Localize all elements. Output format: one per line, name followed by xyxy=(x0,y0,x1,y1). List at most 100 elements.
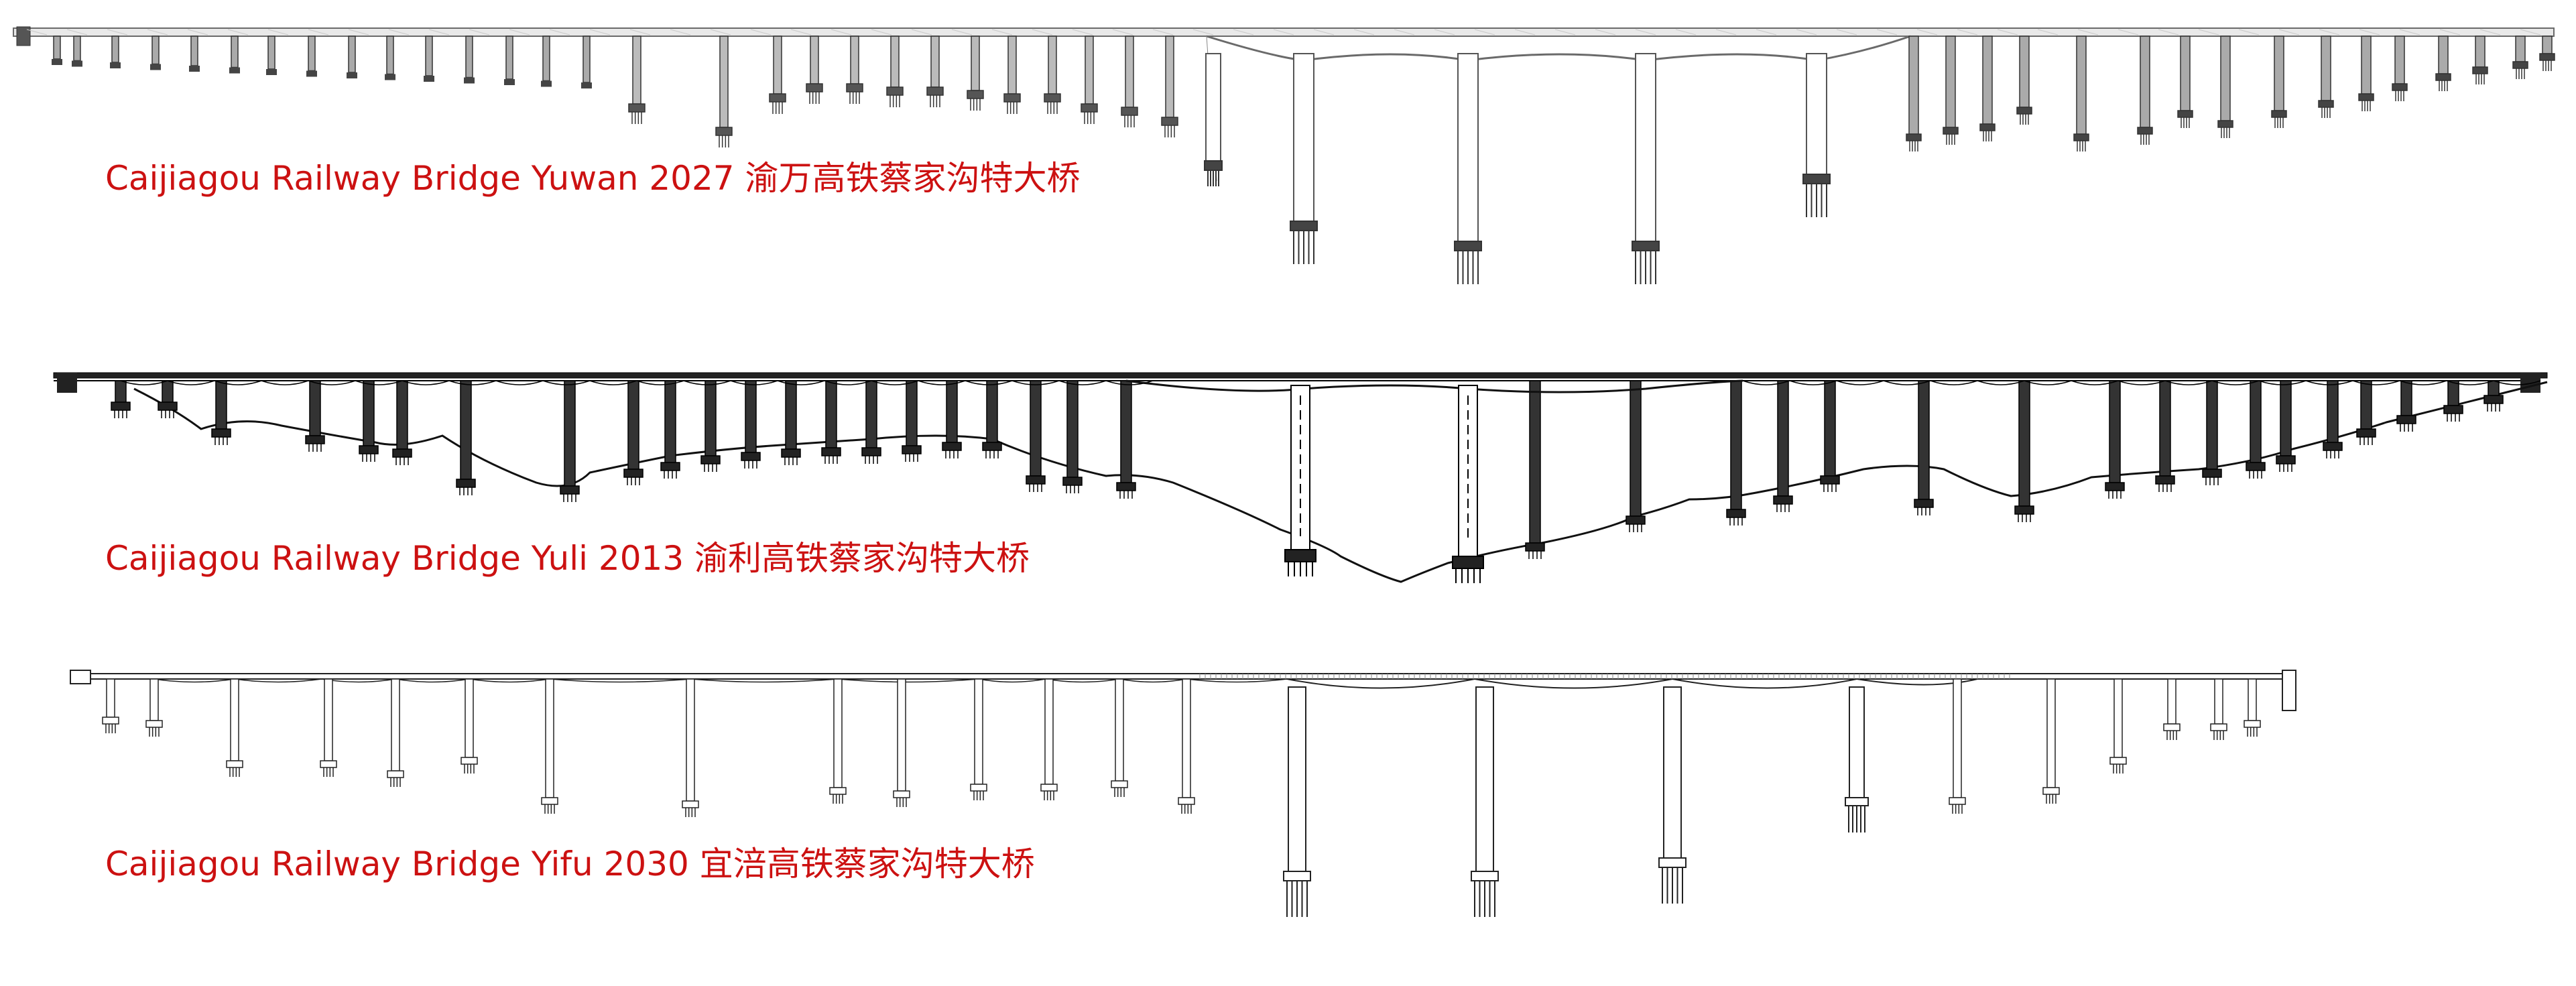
pier xyxy=(542,36,550,82)
deck-detail xyxy=(1353,29,1375,36)
pile-cap xyxy=(1290,221,1318,231)
span-haunch xyxy=(1836,380,1884,385)
pier xyxy=(2076,36,2087,135)
pile-cap xyxy=(110,62,121,68)
pier xyxy=(151,36,160,65)
pier xyxy=(2159,380,2171,477)
pile-cap xyxy=(2202,469,2222,478)
pile-cap xyxy=(306,70,317,77)
pile-cap xyxy=(2323,442,2343,451)
pile-cap xyxy=(741,452,761,461)
pile-cap xyxy=(2163,723,2181,731)
deck-detail xyxy=(388,29,410,36)
span-haunch xyxy=(871,380,919,385)
deck-detail xyxy=(1635,29,1656,36)
span-haunch xyxy=(402,380,450,385)
pier xyxy=(396,380,408,450)
pier xyxy=(2046,678,2056,788)
pile-cap xyxy=(461,757,478,765)
deck-detail xyxy=(1675,29,1697,36)
pier xyxy=(231,36,239,68)
pier xyxy=(1630,380,1642,517)
pile-cap xyxy=(2396,415,2416,424)
pile-cap xyxy=(424,76,434,82)
pile-cap xyxy=(2472,66,2488,74)
span-haunch xyxy=(469,678,550,683)
span-haunch xyxy=(824,380,872,385)
deck-detail xyxy=(1032,29,1053,36)
span-haunch xyxy=(918,380,966,385)
pier xyxy=(2360,380,2372,430)
span-haunch xyxy=(2118,380,2166,385)
span-haunch xyxy=(120,380,168,385)
span-haunch xyxy=(1883,380,1931,385)
pier xyxy=(460,380,472,480)
deck xyxy=(70,673,2296,680)
pile-cap xyxy=(2246,462,2266,471)
deck-detail xyxy=(469,29,490,36)
span-haunch xyxy=(154,678,235,683)
deck-detail xyxy=(2359,29,2380,36)
pier xyxy=(162,380,174,403)
pier xyxy=(1777,380,1789,497)
pier xyxy=(391,678,400,772)
pile-cap xyxy=(541,80,552,87)
deck-detail xyxy=(871,29,892,36)
span-haunch xyxy=(448,380,497,385)
pier xyxy=(974,678,983,785)
pile-cap xyxy=(189,66,200,72)
deck-detail xyxy=(1313,29,1335,36)
span-haunch xyxy=(1105,380,1154,385)
pier xyxy=(2019,36,2030,108)
deck-detail xyxy=(589,29,611,36)
pile-cap xyxy=(1914,499,1934,508)
pier xyxy=(2248,678,2257,721)
pile-cap xyxy=(806,83,823,93)
main-pier xyxy=(1293,53,1314,222)
pier xyxy=(465,678,474,758)
pier xyxy=(1125,36,1134,108)
pier xyxy=(1730,380,1742,510)
pier xyxy=(73,36,81,62)
pier xyxy=(1529,380,1541,544)
pier xyxy=(1048,36,1057,95)
deck-detail xyxy=(1514,29,1536,36)
pile-cap xyxy=(2358,93,2374,101)
deck-detail xyxy=(2037,29,2059,36)
span-haunch xyxy=(234,678,322,683)
deck-detail xyxy=(1796,29,1817,36)
span-haunch xyxy=(2024,380,2072,385)
span-haunch xyxy=(837,678,979,683)
deck-detail xyxy=(1997,29,2018,36)
pier xyxy=(2475,36,2486,68)
deck-detail xyxy=(308,29,329,36)
pier xyxy=(2206,380,2218,470)
pile-cap xyxy=(111,402,131,411)
pier xyxy=(2250,380,2262,463)
deck-detail xyxy=(1916,29,1938,36)
pile-cap xyxy=(1204,160,1223,171)
pile-cap xyxy=(623,469,643,478)
span-haunch xyxy=(1186,678,1288,683)
pier xyxy=(2140,36,2150,128)
main-pier xyxy=(1663,686,1682,859)
deck-detail xyxy=(1394,29,1415,36)
pile-cap xyxy=(1802,174,1831,184)
deck-detail xyxy=(66,29,88,36)
pile-cap xyxy=(320,760,337,768)
pile-cap xyxy=(1626,515,1646,525)
deck-detail xyxy=(1756,29,1777,36)
pier xyxy=(686,678,695,802)
pier xyxy=(627,380,639,470)
pile-cap xyxy=(2443,405,2463,414)
pile-cap xyxy=(1178,797,1195,805)
pier xyxy=(1982,36,1993,125)
span-haunch xyxy=(683,380,731,385)
pile-cap xyxy=(769,93,786,103)
pile-cap xyxy=(387,770,404,778)
span-haunch xyxy=(1742,380,1790,385)
pile-cap xyxy=(1773,495,1793,505)
deck-detail xyxy=(2198,29,2219,36)
pile-cap xyxy=(359,445,379,454)
span-haunch xyxy=(690,678,839,683)
